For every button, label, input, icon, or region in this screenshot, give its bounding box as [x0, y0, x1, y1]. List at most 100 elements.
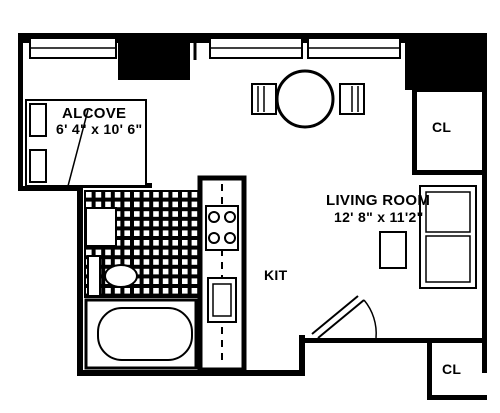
- floor-tile: [182, 278, 188, 284]
- floor-tile: [114, 240, 121, 246]
- floor-tile: [153, 201, 159, 208]
- floor-tile: [143, 192, 150, 198]
- bottom-wall: [77, 370, 305, 376]
- floor-tile: [172, 268, 178, 275]
- window: [209, 37, 303, 59]
- floor-tile: [153, 278, 159, 284]
- floor-tile: [124, 259, 130, 265]
- floor-tile: [143, 211, 150, 217]
- floor-tile: [182, 240, 188, 246]
- floor-tile: [182, 288, 188, 294]
- floor-tile: [143, 278, 150, 284]
- floor-tile: [134, 220, 140, 227]
- floor-tile: [153, 220, 159, 227]
- floor-tile: [105, 192, 111, 198]
- floor-tile: [143, 201, 150, 208]
- floor-tile: [95, 201, 102, 208]
- floor-tile: [172, 220, 178, 227]
- floor-tile: [153, 268, 159, 275]
- floor-tile: [153, 230, 159, 236]
- floor-tile: [114, 230, 121, 236]
- floor-tile: [134, 259, 140, 265]
- floor-tile: [114, 288, 121, 294]
- floor-tile: [124, 240, 130, 246]
- bathroom-vanity: [85, 207, 117, 247]
- floor-tile: [182, 249, 188, 256]
- alcove-bottom-wall: [18, 186, 82, 191]
- right-wall: [482, 33, 487, 373]
- floor-tile: [191, 230, 198, 236]
- floor-tile: [134, 201, 140, 208]
- floor-tile: [143, 268, 150, 275]
- floor-tile: [162, 211, 169, 217]
- floor-tile: [105, 259, 111, 265]
- floor-tile: [153, 249, 159, 256]
- floor-tile: [114, 220, 121, 227]
- alcove-dimensions: 6' 4" x 10' 6": [56, 121, 142, 137]
- entry-door[interactable]: [311, 295, 377, 339]
- floor-tile: [153, 259, 159, 265]
- floor-tile: [191, 201, 198, 208]
- floor-tile: [191, 288, 198, 294]
- floor-tile: [143, 240, 150, 246]
- floor-tile: [172, 288, 178, 294]
- floor-tile: [134, 192, 140, 198]
- floor-tile: [134, 240, 140, 246]
- floor-tile: [114, 259, 121, 265]
- floor-tile: [182, 268, 188, 275]
- bathtub: [84, 298, 198, 370]
- floor-tile: [143, 249, 150, 256]
- floor-tile: [86, 249, 92, 256]
- floor-tile: [134, 288, 140, 294]
- floor-tile: [124, 201, 130, 208]
- floor-tile: [162, 192, 169, 198]
- floor-tile: [134, 249, 140, 256]
- toilet: [87, 255, 138, 297]
- closet-top-wall: [412, 88, 417, 174]
- floor-tile: [114, 201, 121, 208]
- floor-tile: [172, 192, 178, 198]
- sink: [207, 277, 237, 323]
- floor-tile: [182, 211, 188, 217]
- floor-tile: [182, 201, 188, 208]
- alcove-label: ALCOVE: [62, 105, 126, 122]
- floor-tile: [191, 220, 198, 227]
- floor-tile: [153, 240, 159, 246]
- floor-tile: [172, 211, 178, 217]
- floor-tile: [162, 278, 169, 284]
- floor-tile: [105, 288, 111, 294]
- floor-tile: [114, 192, 121, 198]
- stove: [205, 205, 239, 251]
- floor-tile: [162, 220, 169, 227]
- floor-tile: [191, 240, 198, 246]
- window: [307, 37, 401, 59]
- kitchen-left-wall: [77, 186, 83, 376]
- floor-tile: [172, 249, 178, 256]
- living-room-dimensions: 12' 8" x 11'2": [334, 209, 424, 225]
- floor-tile: [182, 192, 188, 198]
- floor-tile: [191, 259, 198, 265]
- floor-tile: [162, 240, 169, 246]
- floor-tile: [114, 211, 121, 217]
- floor-tile: [172, 201, 178, 208]
- coffee-table: [379, 231, 407, 269]
- floor-tile: [162, 288, 169, 294]
- floor-tile: [182, 220, 188, 227]
- floor-tile: [153, 211, 159, 217]
- floor-tile: [95, 249, 102, 256]
- living-room-label: LIVING ROOM: [326, 192, 430, 209]
- closet-top-label: CL: [432, 119, 451, 135]
- floor-tile: [172, 230, 178, 236]
- floor-tile: [95, 192, 102, 198]
- closet-bottom-label: CL: [442, 361, 461, 377]
- floor-tile: [124, 249, 130, 256]
- floor-tile: [191, 192, 198, 198]
- floor-tile: [191, 211, 198, 217]
- floor-tile: [143, 259, 150, 265]
- floor-tile: [153, 192, 159, 198]
- floor-tile: [124, 230, 130, 236]
- floor-tile: [162, 249, 169, 256]
- floor-tile: [153, 288, 159, 294]
- dining-table: [251, 69, 365, 129]
